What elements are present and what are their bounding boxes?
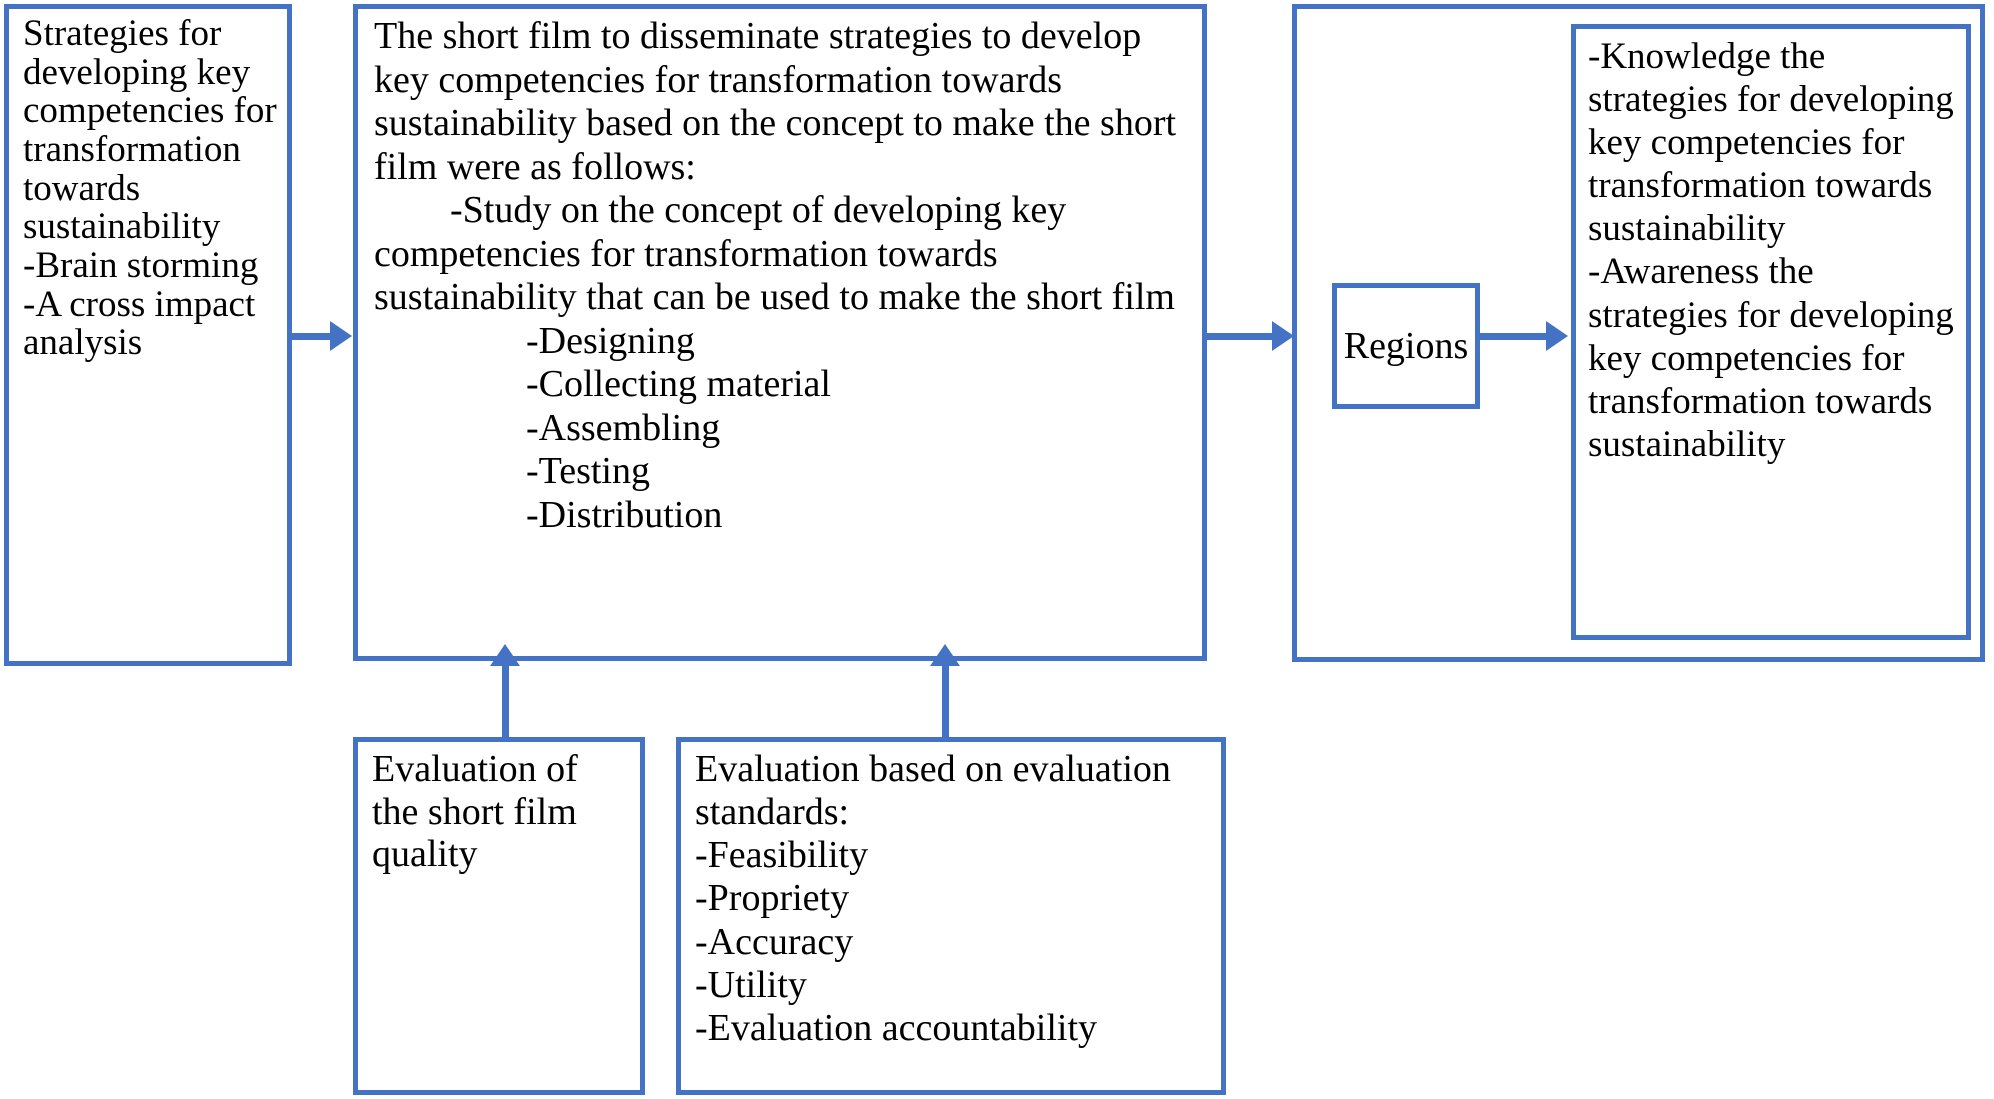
outcomes-box: -Knowledge the strategies for developing… [1571,24,1971,640]
regions-box: Regions [1332,283,1480,409]
arrow-line [292,333,334,340]
regions-label: Regions [1343,325,1469,367]
outcomes-text: -Knowledge the strategies for developing… [1588,36,1954,465]
arrow-head-icon [1546,321,1568,351]
arrow-line [942,662,949,742]
arrow-line [502,662,509,742]
arrow-head-icon [1272,321,1294,351]
evaluation-standards-box: Evaluation based on evaluation standards… [676,737,1226,1095]
arrow-head-icon [330,321,352,351]
strategies-input-box: Strategies for developing key competenci… [4,4,292,666]
arrow-head-icon [490,644,520,666]
arrow-head-icon [930,644,960,666]
strategies-input-text: Strategies for developing key competenci… [23,13,277,364]
evaluation-quality-text: Evaluation of the short film quality [372,748,588,876]
arrow-line [1480,333,1550,340]
short-film-process-text: The short film to disseminate strategies… [374,15,1177,536]
short-film-process-box: The short film to disseminate strategies… [353,4,1207,661]
evaluation-standards-text: Evaluation based on evaluation standards… [695,748,1171,1049]
arrow-line [1207,333,1275,340]
evaluation-quality-box: Evaluation of the short film quality [353,737,645,1095]
